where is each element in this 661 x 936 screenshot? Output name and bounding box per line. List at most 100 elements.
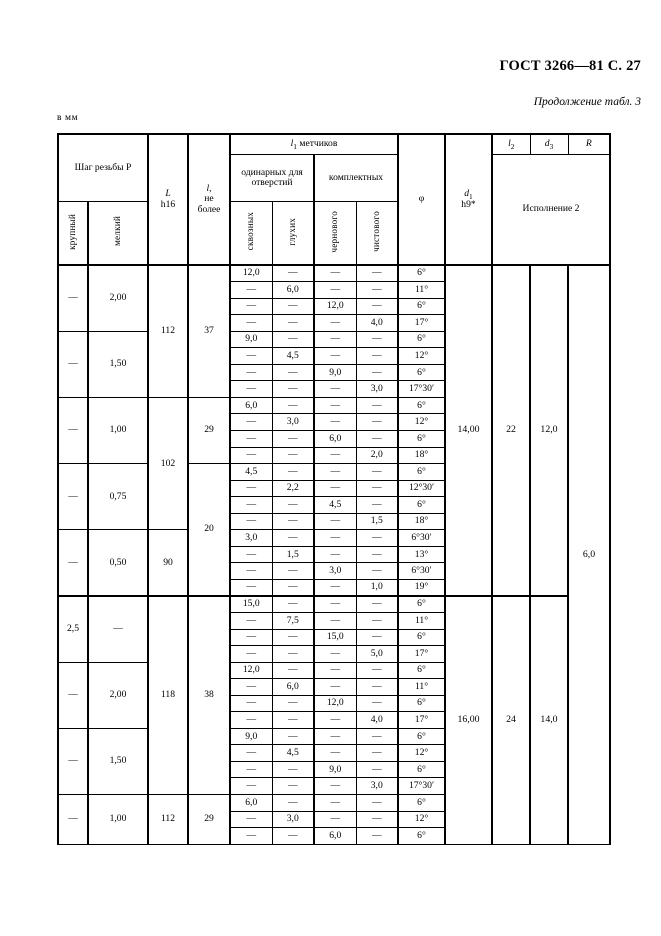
cell-single-through: 15,0: [229, 594, 273, 613]
cell-set-finish: —: [355, 363, 399, 382]
cell-set-finish: —: [355, 413, 399, 431]
cell-set-rough: —: [313, 661, 357, 680]
table-row: —1,5——13°: [58, 545, 610, 564]
cell-set-finish: —: [355, 760, 399, 779]
cell-set-rough: 3,0: [313, 562, 357, 580]
cell-phi: 17°: [397, 645, 446, 663]
cell-L: 102: [147, 396, 189, 531]
cell-single-blind: 1,5: [271, 545, 315, 564]
cell-single-blind: —: [271, 380, 315, 398]
cell-single-blind: —: [271, 562, 315, 580]
cell-set-rough: —: [313, 777, 357, 795]
cell-phi: 18°: [397, 512, 446, 531]
cell-single-blind: 6,0: [271, 281, 315, 299]
cell-d1: 14,00: [444, 264, 493, 597]
cell-single-through: —: [229, 694, 273, 713]
header-phi: φ: [397, 133, 446, 266]
cell-set-rough: 9,0: [313, 363, 357, 382]
cell-single-through: 6,0: [229, 396, 273, 415]
cell-pitch-fine: 1,00: [87, 794, 149, 845]
table-row: ——12,0—6°: [58, 694, 610, 713]
cell-set-finish: —: [355, 562, 399, 580]
cell-single-blind: —: [271, 827, 315, 845]
cell-set-rough: 15,0: [313, 628, 357, 647]
cell-set-finish: —: [355, 545, 399, 564]
cell-d1: 16,00: [444, 594, 493, 845]
cell-set-rough: —: [313, 578, 357, 597]
cell-pitch-coarse: 2,5: [57, 594, 89, 663]
cell-set-finish: —: [355, 661, 399, 680]
cell-set-finish: —: [355, 463, 399, 481]
cell-set-rough: —: [313, 594, 357, 613]
cell-l: 29: [187, 794, 231, 845]
cell-phi: 11°: [397, 281, 446, 299]
table-row: ——6,0—6°: [58, 827, 610, 845]
cell-set-rough: 6,0: [313, 429, 357, 448]
cell-single-through: —: [229, 744, 273, 762]
cell-pitch-coarse: —: [57, 330, 89, 398]
table-row: ——3,0—6°30′: [58, 562, 610, 580]
table-row: ——12,0—6°: [58, 297, 610, 316]
cell-phi: 6°: [397, 363, 446, 382]
header-R: R: [567, 133, 611, 155]
table-row: ——9,0—6°: [58, 760, 610, 779]
cell-set-rough: —: [313, 380, 357, 398]
cell-L: 112: [147, 263, 189, 398]
cell-pitch-coarse: —: [57, 463, 89, 531]
cell-single-blind: —: [271, 727, 315, 746]
cell-phi: 6°: [397, 463, 446, 481]
cell-pitch-coarse: —: [57, 727, 89, 796]
cell-pitch-fine: 2,00: [87, 661, 149, 729]
cell-l2: 22: [491, 264, 531, 597]
cell-set-rough: —: [313, 711, 357, 729]
cell-set-finish: 4,0: [355, 711, 399, 729]
cell-L: 118: [147, 594, 189, 795]
cell-set-rough: 4,5: [313, 496, 357, 514]
cell-single-through: 9,0: [229, 330, 273, 349]
cell-pitch-coarse: —: [57, 661, 89, 729]
cell-set-finish: —: [355, 628, 399, 647]
cell-single-through: 12,0: [229, 264, 273, 283]
cell-single-blind: —: [271, 628, 315, 647]
cell-R: 6,0: [567, 263, 611, 845]
cell-pitch-coarse: —: [57, 396, 89, 465]
cell-set-rough: —: [313, 645, 357, 663]
cell-single-through: —: [229, 429, 273, 448]
cell-pitch-coarse: —: [57, 263, 89, 332]
cell-set-rough: —: [313, 347, 357, 365]
cell-set-rough: —: [313, 479, 357, 498]
cell-set-finish: —: [355, 694, 399, 713]
cell-single-blind: 3,0: [271, 810, 315, 829]
cell-set-rough: —: [313, 727, 357, 746]
cell-phi: 13°: [397, 545, 446, 564]
cell-phi: 6°: [397, 330, 446, 349]
units-label: в мм: [57, 113, 79, 123]
cell-set-rough: —: [313, 529, 357, 547]
cell-pitch-fine: 1,50: [87, 727, 149, 796]
table-row: ——6,0—6°: [58, 429, 610, 448]
cell-single-through: —: [229, 777, 273, 795]
header-pitch-coarse: крупный: [57, 201, 89, 266]
table-row: ——9,0—6°: [58, 363, 610, 382]
cell-single-through: —: [229, 479, 273, 498]
cell-single-through: —: [229, 512, 273, 531]
cell-single-blind: —: [271, 496, 315, 514]
header-pitch-group: Шаг резьбы P: [57, 133, 149, 202]
cell-l: 29: [187, 396, 231, 465]
cell-set-rough: —: [313, 330, 357, 349]
cell-d3: 12,0: [529, 264, 569, 597]
cell-single-through: —: [229, 496, 273, 514]
cell-set-finish: —: [355, 429, 399, 448]
cell-pitch-coarse: —: [57, 794, 89, 845]
cell-set-rough: —: [313, 512, 357, 531]
cell-single-through: —: [229, 314, 273, 332]
cell-phi: 6°: [397, 297, 446, 316]
